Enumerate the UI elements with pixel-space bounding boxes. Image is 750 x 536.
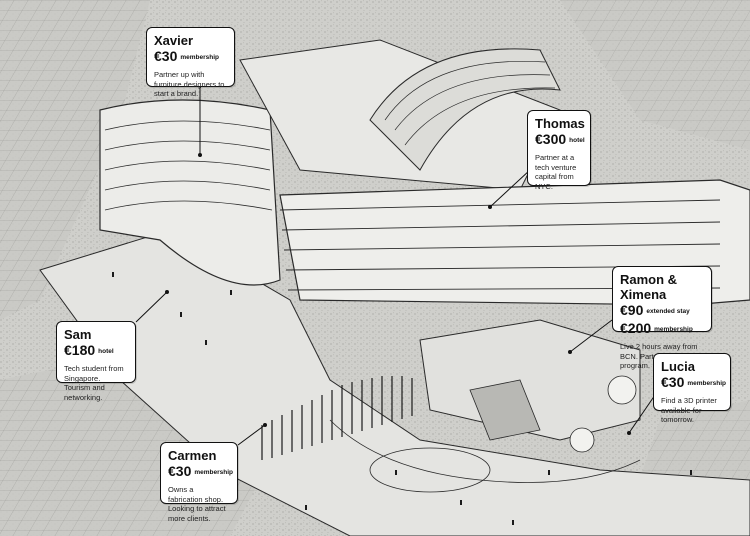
price: €30 bbox=[154, 48, 178, 64]
stay-type: membership bbox=[654, 326, 693, 333]
marker-xavier bbox=[198, 153, 202, 157]
price: €30 bbox=[661, 374, 685, 390]
stay-type: membership bbox=[180, 54, 220, 61]
persona-name: Thomas bbox=[535, 116, 585, 131]
leader-sam bbox=[135, 291, 168, 323]
persona-name: Carmen bbox=[168, 448, 217, 463]
price: €200 bbox=[620, 320, 652, 336]
persona-name: Lucia bbox=[661, 359, 695, 374]
top-right-blocks bbox=[560, 0, 750, 150]
price: €300 bbox=[535, 131, 567, 147]
tree bbox=[569, 427, 595, 453]
price: €90 bbox=[620, 302, 644, 318]
marker-lucia bbox=[627, 431, 631, 435]
persona-name: Xavier bbox=[154, 33, 194, 48]
marker-ramon bbox=[568, 350, 572, 354]
courtyard-building bbox=[419, 319, 641, 441]
people-figures bbox=[112, 272, 692, 525]
stay-type: hotel bbox=[569, 137, 585, 144]
persona-description: Owns a fabrication shop. Looking to attr… bbox=[168, 485, 226, 523]
persona-description: Find a 3D printer available for tomorrow… bbox=[661, 396, 717, 424]
persona-description: Tech student from Singapore. Tourism and… bbox=[64, 364, 124, 402]
louvered-walkway bbox=[261, 376, 413, 460]
stay-type: hotel bbox=[98, 348, 114, 355]
left-city-blocks bbox=[0, 0, 150, 320]
leader-ramon bbox=[569, 319, 613, 353]
callout-leaders bbox=[135, 87, 656, 446]
path-curve bbox=[329, 419, 641, 483]
stay-type: membership bbox=[687, 380, 727, 387]
curved-building-left bbox=[99, 99, 281, 286]
persona-description: Partner at a tech venture capital from N… bbox=[535, 153, 577, 191]
round-planter bbox=[369, 447, 491, 493]
marker-sam bbox=[165, 290, 169, 294]
persona-name: Sam bbox=[64, 327, 92, 342]
amphitheater-steps bbox=[469, 379, 541, 441]
marker-carmen bbox=[263, 423, 267, 427]
leader-lucia bbox=[628, 394, 656, 434]
persona-name: Ramon & Ximena bbox=[620, 272, 678, 302]
leader-thomas bbox=[489, 169, 531, 208]
marker-thomas bbox=[488, 205, 492, 209]
leader-carmen bbox=[237, 424, 266, 446]
curved-terraces bbox=[369, 48, 561, 171]
tree bbox=[607, 375, 637, 405]
persona-description: Partner up with furniture designers to s… bbox=[154, 70, 225, 98]
price: €180 bbox=[64, 342, 96, 358]
stay-type: extended stay bbox=[646, 308, 690, 315]
price: €30 bbox=[168, 463, 192, 479]
stay-type: membership bbox=[194, 469, 234, 476]
